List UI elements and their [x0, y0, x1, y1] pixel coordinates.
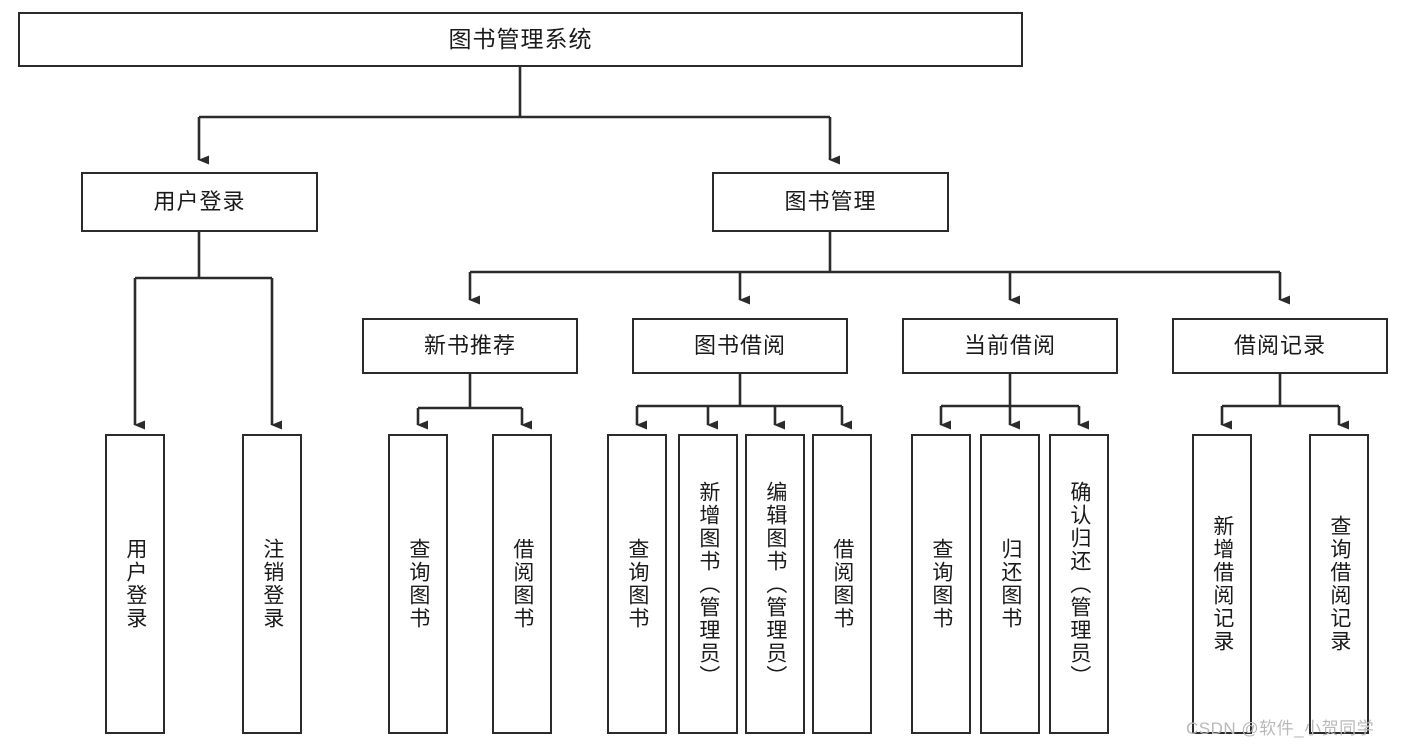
node-label: 借阅图书 — [830, 538, 854, 630]
node-root-system[interactable]: 图书管理系统 — [18, 12, 1023, 67]
leaf-book-borrow-lend[interactable]: 借阅图书 — [812, 434, 872, 734]
node-new-book-recommend[interactable]: 新书推荐 — [362, 318, 578, 374]
node-label: 查询借阅记录 — [1327, 515, 1351, 653]
node-label: 确认归还（管理员） — [1067, 480, 1091, 688]
leaf-book-borrow-edit[interactable]: 编辑图书（管理员） — [745, 434, 805, 734]
node-label: 新增借阅记录 — [1210, 515, 1234, 653]
node-label: 当前借阅 — [963, 332, 1056, 358]
leaf-current-borrow-confirm-return[interactable]: 确认归还（管理员） — [1049, 434, 1109, 734]
csdn-watermark: CSDN @软件_小贺同学 — [1186, 719, 1375, 738]
leaf-user-login-signout[interactable]: 注销登录 — [242, 434, 302, 734]
node-label: 图书管理系统 — [448, 25, 593, 52]
node-label: 编辑图书（管理员） — [763, 480, 787, 688]
leaf-book-borrow-query[interactable]: 查询图书 — [607, 434, 667, 734]
node-current-borrow[interactable]: 当前借阅 — [902, 318, 1118, 374]
node-book-borrow[interactable]: 图书借阅 — [632, 318, 848, 374]
node-label: 借阅图书 — [510, 538, 534, 630]
leaf-new-book-query[interactable]: 查询图书 — [388, 434, 448, 734]
node-label: 新增图书（管理员） — [696, 480, 720, 688]
leaf-user-login-signin[interactable]: 用户登录 — [105, 434, 165, 734]
node-label: 借阅记录 — [1233, 332, 1326, 358]
leaf-borrow-record-query[interactable]: 查询借阅记录 — [1309, 434, 1369, 734]
node-user-login[interactable]: 用户登录 — [81, 172, 318, 232]
node-label: 图书借阅 — [693, 332, 786, 358]
leaf-new-book-borrow[interactable]: 借阅图书 — [492, 434, 552, 734]
leaf-current-borrow-query[interactable]: 查询图书 — [911, 434, 971, 734]
leaf-borrow-record-add[interactable]: 新增借阅记录 — [1192, 434, 1252, 734]
leaf-book-borrow-add[interactable]: 新增图书（管理员） — [678, 434, 738, 734]
node-label: 查询图书 — [929, 538, 953, 630]
node-book-management[interactable]: 图书管理 — [712, 172, 949, 232]
node-label: 用户登录 — [153, 188, 246, 214]
node-label: 新书推荐 — [423, 332, 516, 358]
node-label: 查询图书 — [406, 538, 430, 630]
node-label: 用户登录 — [123, 538, 147, 630]
node-label: 归还图书 — [998, 538, 1022, 630]
node-label: 查询图书 — [625, 538, 649, 630]
node-label: 注销登录 — [260, 538, 284, 630]
node-borrow-record[interactable]: 借阅记录 — [1172, 318, 1388, 374]
leaf-current-borrow-return[interactable]: 归还图书 — [980, 434, 1040, 734]
node-label: 图书管理 — [784, 188, 877, 214]
